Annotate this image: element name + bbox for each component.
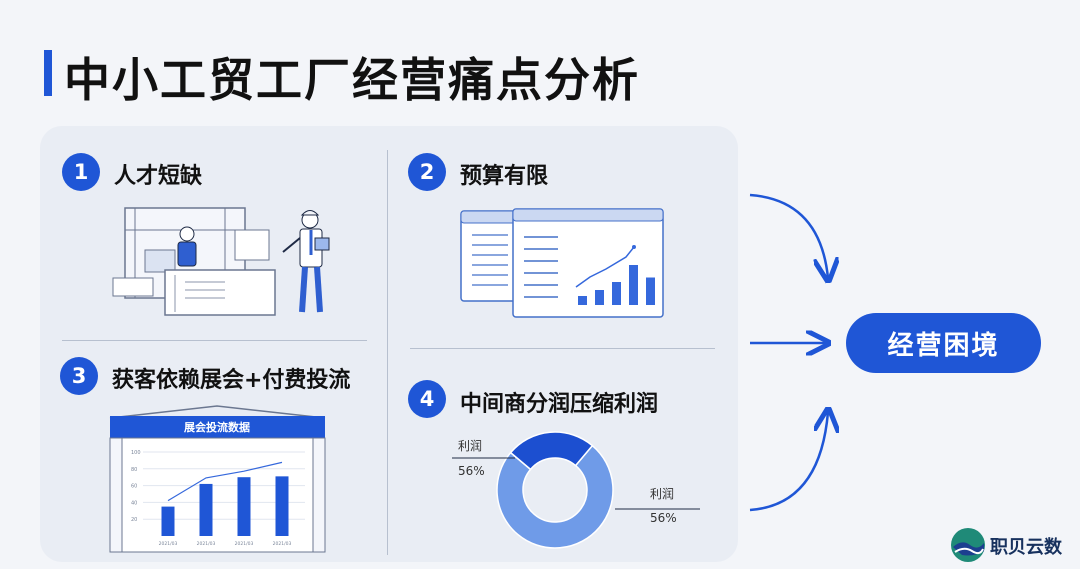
donut-value-left: 56% [458, 464, 485, 478]
expo-bar [237, 477, 251, 536]
left-horizontal-divider [62, 340, 367, 341]
brand-name: 职贝云数 [990, 537, 1062, 558]
expo-bar [161, 506, 175, 536]
expo-x-label: 2021/03 [273, 541, 292, 547]
expo-y-tick: 100 [131, 450, 141, 456]
section-1-number: 1 [62, 153, 100, 191]
talent-shortage-illustration [112, 207, 330, 316]
budget-bar [595, 290, 604, 305]
donut-slice [496, 444, 614, 549]
expo-data-board: 展会投流数据 100 80 60 40 20 2021/03 2021/03 2021/03… [109, 405, 326, 553]
section-2-number: 2 [408, 153, 446, 191]
expo-y-tick: 40 [131, 500, 137, 506]
arrow-bottom [749, 412, 828, 512]
section-3-title: 获客依赖展会+付费投流 [112, 368, 351, 393]
budget-illustration [460, 208, 664, 318]
flow-arrows [749, 193, 850, 512]
budget-bar [646, 277, 655, 305]
expo-y-tick: 80 [131, 467, 137, 473]
title-accent-bar [44, 50, 52, 96]
donut-label-right: 利润 [650, 487, 674, 501]
brand-logo-icon [951, 528, 985, 562]
section-4-number: 4 [408, 380, 446, 418]
vertical-divider [387, 150, 388, 555]
budget-bar [612, 282, 621, 305]
section-2-title: 预算有限 [460, 164, 549, 189]
section-4-title: 中间商分润压缩利润 [460, 392, 659, 417]
expo-x-label: 2021/03 [235, 541, 254, 547]
donut-slice [509, 431, 594, 471]
result-business-difficulty: 经营困境 [846, 313, 1041, 373]
profit-donut-chart: 利润 56% 利润 56% [452, 431, 700, 549]
expo-y-tick: 20 [131, 517, 137, 523]
section-1-title: 人才短缺 [114, 164, 203, 189]
page-title: 中小工贸工厂经营痛点分析 [64, 53, 640, 107]
budget-bar [578, 296, 587, 305]
donut-label-left: 利润 [458, 439, 482, 453]
expo-bar [275, 476, 289, 536]
arrow-top [749, 193, 828, 278]
expo-x-label: 2021/03 [197, 541, 216, 547]
right-horizontal-divider [410, 348, 715, 349]
expo-bar [199, 483, 213, 536]
expo-y-tick: 60 [131, 484, 137, 490]
budget-bar [629, 265, 638, 305]
section-3-number: 3 [60, 357, 98, 395]
donut-value-right: 56% [650, 511, 677, 525]
expo-board-title: 展会投流数据 [183, 420, 250, 434]
expo-x-label: 2021/03 [159, 541, 178, 547]
